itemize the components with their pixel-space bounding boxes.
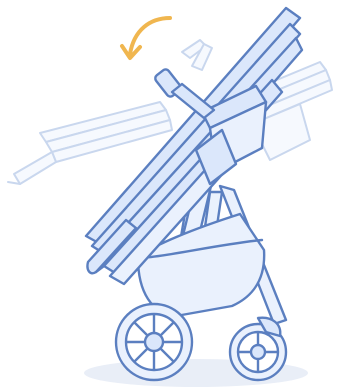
rear-wheel [116,304,192,380]
rotate-arrow-icon [122,18,170,58]
front-wheel [230,318,286,380]
